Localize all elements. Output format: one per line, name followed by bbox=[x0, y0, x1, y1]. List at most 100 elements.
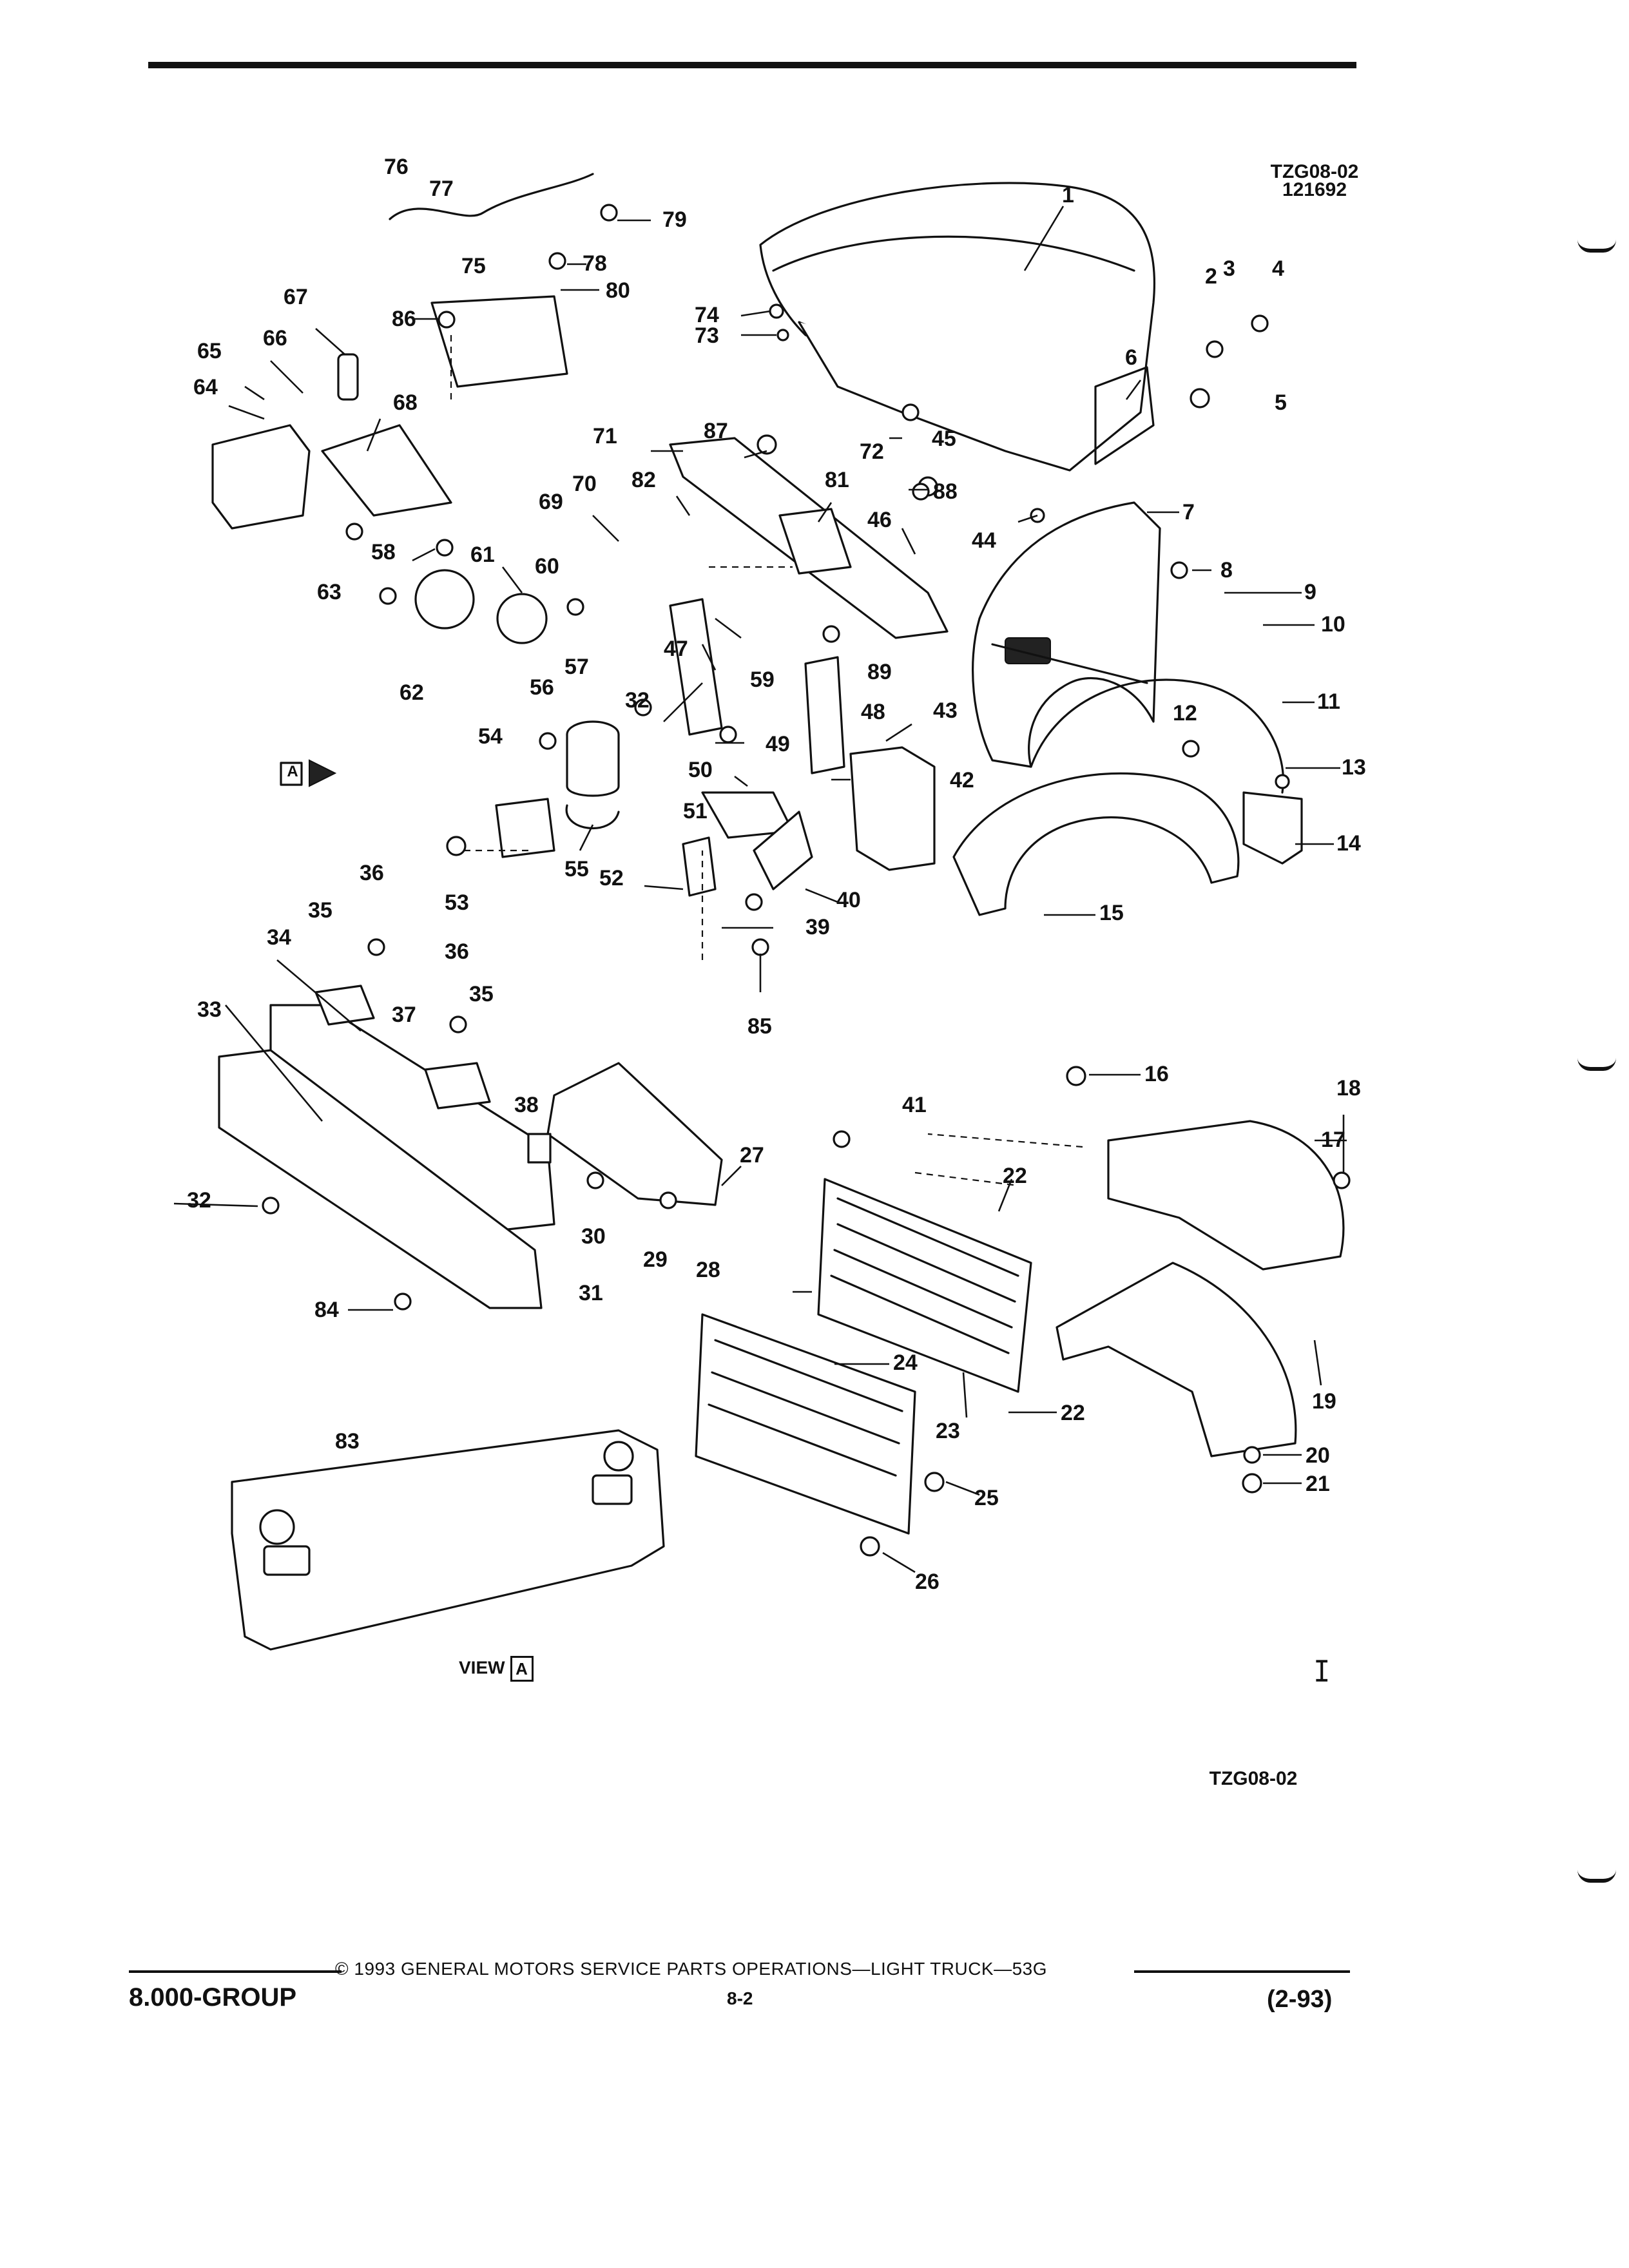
callout-78: 78 bbox=[583, 251, 607, 276]
hood-part bbox=[759, 182, 1156, 472]
callout-53: 53 bbox=[445, 890, 469, 915]
callout-84: 84 bbox=[314, 1298, 339, 1322]
callout-32b: 32 bbox=[625, 688, 650, 713]
fan-shroud-upper bbox=[1107, 1120, 1345, 1271]
splash-shield-part bbox=[1242, 791, 1303, 865]
radiator-part bbox=[817, 1178, 1032, 1393]
callout-77: 77 bbox=[429, 177, 454, 201]
bottom-diagram-code: TZG08-02 bbox=[1209, 1768, 1298, 1789]
footer-copyright: © 1993 GENERAL MOTORS SERVICE PARTS OPER… bbox=[335, 1959, 1048, 1979]
callout-35b: 35 bbox=[469, 982, 494, 1006]
callout-67: 67 bbox=[284, 285, 308, 309]
callout-70: 70 bbox=[572, 472, 597, 496]
callout-81: 81 bbox=[825, 468, 849, 492]
callout-28: 28 bbox=[696, 1258, 720, 1282]
bracket-35 bbox=[314, 985, 375, 1026]
footer-page-number: 8-2 bbox=[727, 1988, 753, 2008]
callout-33: 33 bbox=[197, 997, 222, 1022]
callout-1: 1 bbox=[1062, 183, 1074, 207]
top-rule bbox=[148, 62, 1356, 68]
callout-52: 52 bbox=[599, 866, 624, 890]
callout-74: 74 bbox=[695, 303, 719, 327]
callout-12: 12 bbox=[1173, 701, 1197, 726]
vapor-canister-part bbox=[566, 735, 620, 797]
callout-69: 69 bbox=[539, 490, 563, 514]
callout-40: 40 bbox=[836, 888, 861, 912]
callout-23: 23 bbox=[936, 1419, 960, 1443]
washer-reservoir-part bbox=[211, 424, 311, 530]
callout-3: 3 bbox=[1223, 256, 1235, 281]
callout-66: 66 bbox=[263, 326, 287, 351]
headlamp-bracket-part bbox=[849, 746, 936, 871]
brace-part bbox=[753, 811, 813, 890]
washer-pump-part bbox=[337, 353, 359, 401]
callout-89: 89 bbox=[867, 660, 892, 684]
callout-48: 48 bbox=[861, 700, 885, 724]
callout-75: 75 bbox=[461, 254, 486, 278]
callout-68: 68 bbox=[393, 390, 418, 415]
callout-47: 47 bbox=[664, 637, 688, 661]
callout-16: 16 bbox=[1144, 1062, 1169, 1086]
gm-logo-icon: ꕯ bbox=[1315, 1656, 1329, 1687]
hose-part bbox=[389, 173, 594, 220]
footer-group: 8.000-GROUP bbox=[129, 1983, 297, 2012]
fender-part bbox=[972, 501, 1161, 768]
support-brace-part bbox=[546, 1062, 723, 1206]
callout-54: 54 bbox=[478, 724, 503, 749]
diagram-code: TZG08-02 bbox=[1270, 161, 1359, 182]
callout-24: 24 bbox=[893, 1350, 918, 1375]
callout-42: 42 bbox=[950, 768, 974, 793]
callout-21: 21 bbox=[1306, 1472, 1330, 1496]
callout-86: 86 bbox=[392, 307, 416, 331]
callout-41: 41 bbox=[902, 1093, 927, 1117]
binding-mark bbox=[1577, 240, 1616, 253]
callout-50: 50 bbox=[688, 758, 713, 782]
callout-87: 87 bbox=[704, 419, 728, 443]
view-a-arrow bbox=[309, 759, 337, 787]
callout-56: 56 bbox=[530, 675, 554, 700]
callout-64: 64 bbox=[193, 375, 218, 399]
leader-lines bbox=[173, 206, 1347, 1573]
callout-29: 29 bbox=[643, 1247, 668, 1272]
callout-76: 76 bbox=[384, 155, 409, 179]
hood-latch-part bbox=[778, 508, 852, 575]
coolant-reservoir-part bbox=[430, 295, 568, 388]
callout-45: 45 bbox=[932, 427, 956, 451]
callout-26: 26 bbox=[915, 1570, 940, 1594]
callout-20: 20 bbox=[1306, 1443, 1330, 1468]
horn-part bbox=[496, 593, 548, 644]
callout-15: 15 bbox=[1099, 901, 1124, 925]
callout-73: 73 bbox=[695, 323, 719, 348]
callout-38: 38 bbox=[514, 1093, 539, 1117]
footer-rule-right bbox=[1134, 1970, 1350, 1973]
callout-6: 6 bbox=[1125, 345, 1137, 370]
callout-80: 80 bbox=[606, 278, 630, 303]
callout-85: 85 bbox=[747, 1014, 772, 1039]
callout-35a: 35 bbox=[308, 898, 333, 923]
canister-bracket-part bbox=[495, 798, 555, 858]
callout-79: 79 bbox=[662, 207, 687, 232]
callout-19: 19 bbox=[1312, 1389, 1336, 1414]
callout-55: 55 bbox=[564, 857, 589, 881]
callout-13: 13 bbox=[1342, 755, 1366, 780]
horn-part bbox=[414, 569, 475, 629]
air-deflector-part bbox=[218, 1049, 543, 1309]
callout-14: 14 bbox=[1336, 831, 1361, 856]
view-a-arrow-letter: A bbox=[287, 763, 298, 780]
reservoir-bracket-part bbox=[321, 424, 452, 517]
callout-57: 57 bbox=[564, 655, 589, 679]
callout-2: 2 bbox=[1205, 264, 1217, 289]
callout-30: 30 bbox=[581, 1224, 606, 1249]
callout-83: 83 bbox=[335, 1429, 360, 1454]
radiator-support-view-a bbox=[231, 1429, 665, 1651]
callout-46: 46 bbox=[867, 508, 892, 532]
callout-82: 82 bbox=[631, 468, 656, 492]
callout-22b: 22 bbox=[1061, 1401, 1085, 1425]
callout-37: 37 bbox=[392, 1003, 416, 1027]
callout-9: 9 bbox=[1304, 580, 1316, 604]
dashed-guides bbox=[450, 335, 1083, 1187]
fasteners bbox=[262, 204, 1351, 1557]
